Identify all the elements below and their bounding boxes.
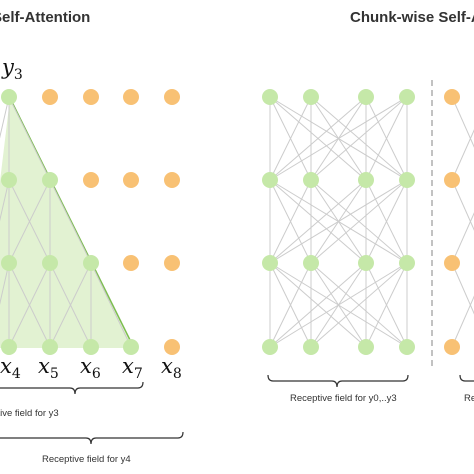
chunk-node (303, 339, 319, 355)
chunk-node (399, 255, 415, 271)
chunk-node (399, 89, 415, 105)
input-label-x8: x8 (161, 354, 182, 382)
future-node (123, 89, 139, 105)
chunk-node (262, 89, 278, 105)
chunk-connector (451, 262, 474, 315)
left-connector (8, 179, 51, 264)
chunk-node (358, 255, 374, 271)
caption-receptive-chunk: Receptive field for y0,..y3 (290, 393, 397, 404)
chunk-node (262, 255, 278, 271)
context-node (42, 255, 58, 271)
future-node (123, 255, 139, 271)
chunk-wise-title: Chunk-wise Self-Attention (350, 9, 474, 26)
chunk-connector (451, 212, 474, 264)
chunk-node (303, 255, 319, 271)
context-node (83, 339, 99, 355)
context-node (83, 255, 99, 271)
chunk-connector (310, 262, 408, 348)
future-node (83, 89, 99, 105)
context-node (42, 172, 58, 188)
chunk-connector (365, 179, 408, 264)
chunk-connector (269, 179, 312, 264)
chunk-connector (269, 96, 367, 181)
left-connector (8, 96, 51, 181)
context-node (1, 255, 17, 271)
context-node (123, 339, 139, 355)
chunk-connector (269, 96, 408, 181)
chunk-connector (310, 96, 408, 181)
chunk-connector (310, 179, 408, 264)
next-chunk-node (444, 339, 460, 355)
chunk-connector (451, 295, 474, 348)
chunk-node (399, 172, 415, 188)
self-attention-title: Self-Attention (0, 9, 90, 26)
chunk-connector (365, 96, 408, 181)
context-node (42, 339, 58, 355)
caption-receptive-y4: Receptive field for y4 (42, 454, 131, 465)
triangle-edge (9, 97, 135, 349)
context-node (1, 172, 17, 188)
left-connector (90, 262, 132, 348)
chunk-connector (269, 179, 408, 264)
bracket-chunk (267, 374, 409, 388)
left-connector (0, 179, 10, 222)
bracket-y4 (0, 431, 184, 445)
input-label-x6: x6 (80, 354, 101, 382)
chunk-connector (269, 262, 408, 348)
caption-receptive-chunk2: Rec (464, 393, 474, 404)
chunk-node (358, 172, 374, 188)
output-label-y3: y3 (1, 55, 23, 83)
left-connector (0, 96, 10, 139)
chunk-connector (269, 179, 367, 264)
chunk-node (358, 339, 374, 355)
left-connector (49, 262, 92, 348)
caption-receptive-y3: Receptive field for y3 (0, 408, 59, 419)
chunk-node (399, 339, 415, 355)
input-label-x7: x7 (122, 354, 143, 382)
left-connector (0, 262, 10, 306)
output-label-sub: 3 (14, 67, 23, 83)
chunk-node (262, 339, 278, 355)
input-labels: x4 x5 x6 x7 x8 (0, 354, 182, 382)
chunk-connector (451, 179, 474, 231)
next-chunk-node (444, 255, 460, 271)
future-node (164, 255, 180, 271)
chunk-node (303, 89, 319, 105)
chunk-nodes (262, 89, 460, 355)
left-connections (0, 96, 132, 348)
chunk-connector (365, 262, 408, 348)
bracket-y3 (0, 381, 144, 395)
chunk-connections (269, 96, 474, 348)
next-chunk-node (444, 172, 460, 188)
future-node (164, 339, 180, 355)
context-node (1, 89, 17, 105)
left-connector (49, 179, 92, 264)
chunk-node (358, 89, 374, 105)
next-chunk-node (444, 89, 460, 105)
chunk-connector (451, 129, 474, 181)
chunk-connector (451, 96, 474, 148)
future-node (164, 89, 180, 105)
chunk-node (262, 172, 278, 188)
future-node (42, 89, 58, 105)
chunk-connector (269, 262, 312, 348)
future-node (83, 172, 99, 188)
input-label-x5: x5 (38, 354, 59, 382)
chunk-node (303, 172, 319, 188)
chunk-connector (269, 96, 312, 181)
chunk-connector (269, 262, 367, 348)
bracket-chunk2 (459, 374, 474, 382)
input-label-x4: x4 (0, 354, 21, 382)
future-node (123, 172, 139, 188)
future-node (164, 172, 180, 188)
output-label-base: y (1, 55, 15, 79)
left-nodes (1, 89, 180, 355)
context-node (1, 339, 17, 355)
left-connector (8, 262, 51, 348)
receptive-triangle (0, 98, 134, 348)
